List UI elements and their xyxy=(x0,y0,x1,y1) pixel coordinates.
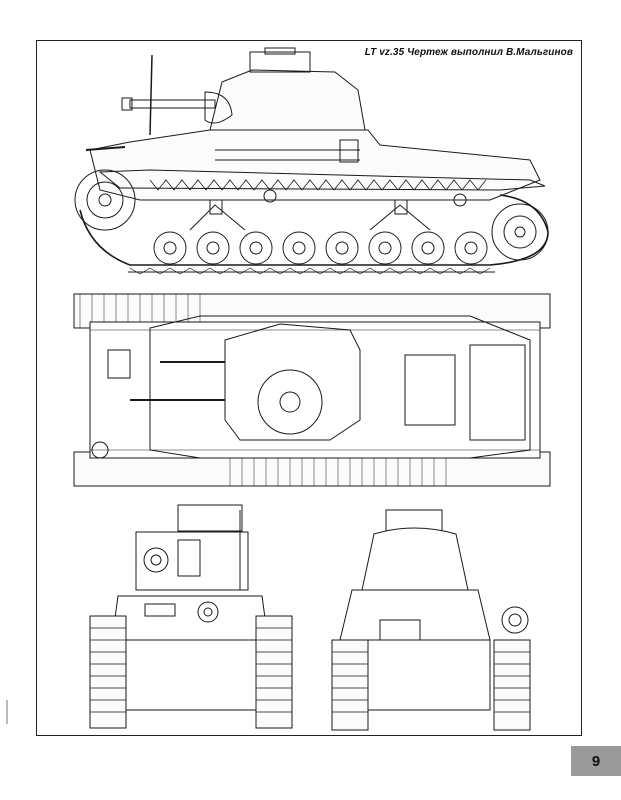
drawing-caption: LT vz.35 Чертеж выполнил В.Мальгинов xyxy=(364,47,573,58)
page-number: 9 xyxy=(591,752,601,770)
rear-view-drawing xyxy=(331,509,531,731)
front-view-drawing xyxy=(89,504,293,729)
scan-edge-mark xyxy=(6,700,8,724)
page-number-tab: 9 xyxy=(571,746,621,776)
top-view-drawing xyxy=(73,293,551,487)
side-view-drawing xyxy=(74,47,549,275)
